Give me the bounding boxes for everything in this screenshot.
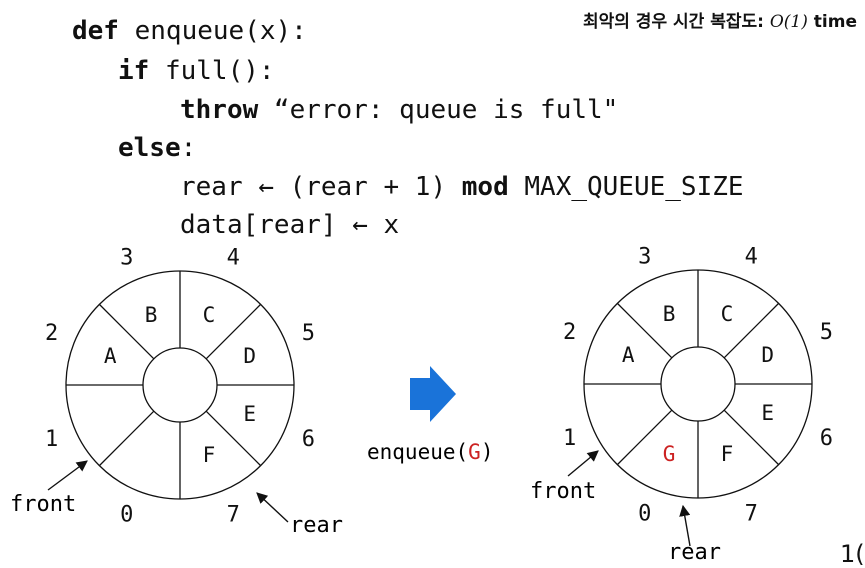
note-complexity: O(1) <box>769 12 808 32</box>
keyword-if: if <box>118 56 150 86</box>
front-label-after: front <box>530 479 596 504</box>
code-text: rear ← (rear + 1) <box>180 172 462 202</box>
before-index-2: 2 <box>45 321 58 346</box>
after-slot-0-value: G <box>663 442 676 466</box>
queue-before: 0 1 A 2 B 3C 4D 5E 6F 7 <box>45 246 315 528</box>
operation-arg: G <box>468 440 481 464</box>
complexity-note: 최악의 경우 시간 복잡도: O(1) time <box>583 7 857 32</box>
code-text: full(): <box>149 56 275 86</box>
rear-pointer-arrow-after <box>679 504 691 547</box>
rear-label-after: rear <box>668 540 721 565</box>
before-divider <box>98 410 155 467</box>
note-prefix: 최악의 경우 시간 복잡도: <box>582 12 770 32</box>
code-line-3: throw “error: queue is full" <box>180 97 618 123</box>
code-text: “error: queue is full" <box>258 95 619 125</box>
before-slot-3-value: B <box>145 303 158 327</box>
enqueue-operation-label: enqueue(G) <box>367 440 493 464</box>
after-slot-2-value: A <box>622 343 635 367</box>
after-index-5: 5 <box>820 320 833 345</box>
rear-pointer-arrow-before <box>256 492 289 523</box>
code-line-2: if full(): <box>118 58 275 84</box>
before-divider <box>205 303 262 360</box>
before-index-3: 3 <box>120 246 133 271</box>
after-index-1: 1 <box>563 426 576 451</box>
after-index-3: 3 <box>638 245 651 270</box>
before-slot-4-value: C <box>203 303 216 327</box>
code-line-5: rear ← (rear + 1) mod MAX_QUEUE_SIZE <box>180 174 744 200</box>
keyword-else: else <box>118 133 181 163</box>
before-slot-5-value: D <box>243 344 256 368</box>
before-index-5: 5 <box>302 321 315 346</box>
code-line-6: data[rear] ← x <box>180 212 399 238</box>
code-line-4: else: <box>118 135 196 161</box>
after-divider <box>616 409 673 466</box>
keyword-mod: mod <box>461 172 509 202</box>
front-pointer-arrow-after <box>567 450 599 477</box>
note-suffix: time <box>807 12 857 32</box>
rear-label-before: rear <box>290 513 343 538</box>
before-divider <box>98 303 155 360</box>
before-slot-7-value: F <box>203 443 216 467</box>
after-index-0: 0 <box>638 501 651 526</box>
code-text: : <box>180 133 197 163</box>
operation-suffix: ) <box>481 440 494 464</box>
before-divider <box>205 410 262 467</box>
keyword-throw: throw <box>180 95 259 125</box>
after-index-2: 2 <box>563 320 576 345</box>
queue-after: G 0 1 A 2 B 3C 4D 5E 6F 7 <box>563 245 833 527</box>
code-text: data[rear] ← x <box>180 210 400 240</box>
after-slot-4-value: C <box>721 302 734 326</box>
code-text: MAX_QUEUE_SIZE <box>508 172 744 202</box>
after-slot-3-value: B <box>663 302 676 326</box>
before-index-1: 1 <box>45 427 58 452</box>
keyword-def: def <box>72 16 119 46</box>
front-label-before: front <box>10 492 76 517</box>
operation-prefix: enqueue( <box>367 440 468 464</box>
before-index-4: 4 <box>227 246 240 271</box>
after-slot-5-value: D <box>761 343 774 367</box>
after-index-7: 7 <box>745 501 758 526</box>
code-text: enqueue(x): <box>118 16 307 46</box>
after-divider <box>723 409 780 466</box>
after-divider <box>723 302 780 359</box>
after-index-4: 4 <box>745 245 758 270</box>
before-inner-ring <box>142 347 218 423</box>
after-slot-7-value: F <box>721 442 734 466</box>
before-index-7: 7 <box>227 502 240 527</box>
after-divider <box>616 302 673 359</box>
before-slot-6-value: E <box>243 402 256 426</box>
code-line-1: def enqueue(x): <box>72 18 307 44</box>
before-slot-2-value: A <box>104 344 117 368</box>
before-index-0: 0 <box>120 502 133 527</box>
after-inner-ring <box>660 346 736 422</box>
front-pointer-arrow-before <box>47 460 88 491</box>
right-arrow-icon <box>410 366 456 422</box>
before-index-6: 6 <box>302 427 315 452</box>
after-slot-6-value: E <box>761 401 774 425</box>
after-index-6: 6 <box>820 426 833 451</box>
page-number: 1( <box>840 540 865 568</box>
